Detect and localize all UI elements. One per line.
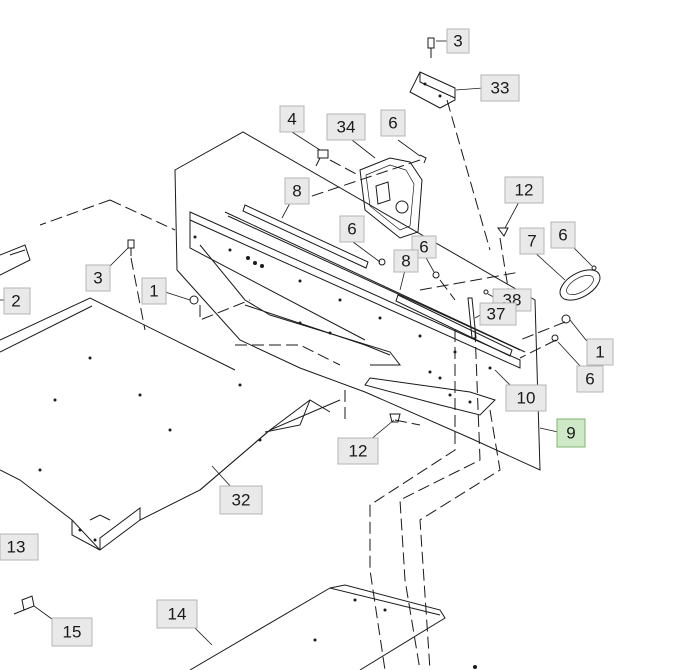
callout-8-b: 8 (393, 249, 419, 273)
lower-plate-part-14 (189, 584, 477, 670)
svg-text:34: 34 (337, 118, 356, 137)
callout-34: 34 (326, 113, 366, 141)
callout-12-b: 12 (337, 437, 379, 465)
callout-37: 37 (479, 302, 517, 326)
left-bracket-part-2 (0, 244, 31, 276)
panel-holes (193, 235, 492, 404)
bar-part-37-38 (467, 289, 489, 339)
bolt-part-3-top (427, 37, 435, 58)
svg-text:7: 7 (527, 232, 536, 251)
callout-6-e: 6 (576, 365, 604, 393)
svg-text:9: 9 (566, 424, 575, 443)
svg-text:3: 3 (93, 269, 102, 288)
svg-text:6: 6 (585, 370, 594, 389)
callout-2: 2 (3, 287, 31, 315)
svg-text:4: 4 (287, 110, 296, 129)
callout-12-a: 12 (504, 176, 544, 204)
screw-part-12-top (497, 227, 509, 237)
svg-text:14: 14 (168, 605, 187, 624)
svg-text:8: 8 (292, 182, 301, 201)
svg-text:6: 6 (347, 220, 356, 239)
callout-3-left: 3 (85, 264, 111, 292)
svg-text:6: 6 (419, 238, 428, 257)
nut-part-1-right (561, 314, 571, 324)
svg-text:8: 8 (401, 252, 410, 271)
callout-6-c: 6 (550, 221, 576, 249)
callout-9-highlighted: 9 (556, 418, 586, 448)
svg-text:3: 3 (453, 32, 462, 51)
callout-1-left: 1 (141, 277, 167, 305)
svg-text:6: 6 (558, 226, 567, 245)
svg-text:1: 1 (149, 282, 158, 301)
cover-plate-part-34 (359, 157, 423, 239)
callout-3-top: 3 (446, 28, 470, 54)
callout-6-b: 6 (339, 215, 365, 243)
callout-10: 10 (505, 384, 547, 412)
callout-33: 33 (480, 74, 520, 102)
screw-part-12-bottom (389, 413, 401, 423)
callout-7: 7 (519, 227, 545, 255)
svg-text:37: 37 (487, 305, 506, 324)
bolt-part-15 (13, 595, 35, 615)
side-panel-part-9 (174, 131, 541, 471)
nut-part-1-left (189, 295, 199, 305)
callout-32: 32 (219, 485, 263, 515)
callout-15: 15 (51, 617, 93, 647)
svg-text:33: 33 (491, 79, 510, 98)
callout-8-a: 8 (284, 177, 310, 205)
callout-13: 13 (0, 533, 39, 561)
svg-text:10: 10 (517, 389, 536, 408)
oval-plate-part-7 (559, 269, 601, 301)
svg-text:12: 12 (515, 181, 534, 200)
strip-part-8 (242, 204, 513, 357)
svg-text:15: 15 (63, 623, 82, 642)
svg-text:1: 1 (595, 343, 604, 362)
base-plate-part-32 (0, 297, 341, 551)
svg-text:13: 13 (7, 538, 26, 557)
callout-4: 4 (279, 105, 305, 133)
callout-14: 14 (156, 599, 198, 629)
bolt-part-4 (315, 149, 329, 167)
svg-text:6: 6 (388, 114, 397, 133)
callout-1-right: 1 (586, 338, 614, 366)
svg-text:12: 12 (349, 442, 368, 461)
bolt-part-3-left (127, 239, 135, 256)
svg-text:2: 2 (11, 292, 20, 311)
screw-part-6-top (419, 154, 427, 164)
bracket-part-33 (409, 71, 456, 109)
callout-6-a: 6 (380, 109, 406, 137)
svg-text:32: 32 (232, 491, 251, 510)
